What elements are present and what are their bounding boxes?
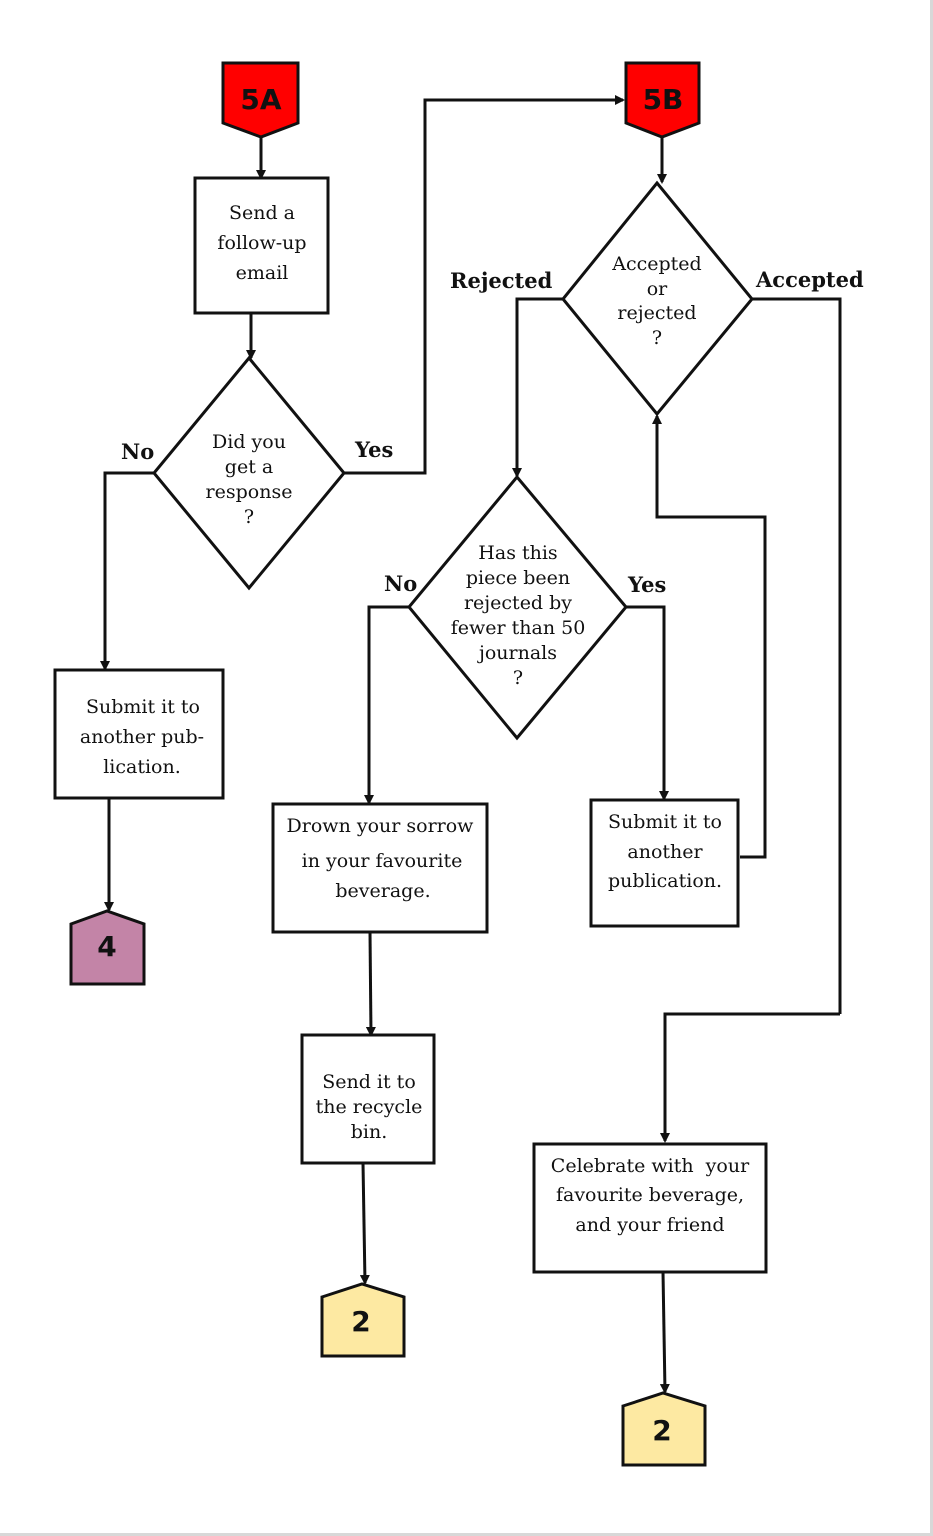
node-submit-left-line-2: another pub-	[80, 726, 204, 748]
node-drown-sorrow-line-3: beverage.	[335, 880, 430, 902]
decision-fewer-than-50-line-2: piece been	[466, 567, 570, 589]
terminal-5a-label: 5A	[240, 83, 281, 116]
node-drown-sorrow-line-2: in your favourite	[302, 850, 463, 872]
terminal-2-left: 2	[320, 1282, 406, 1358]
node-celebrate-line-1: Celebrate with your	[551, 1155, 750, 1177]
connector-fewer-yes	[626, 605, 669, 801]
node-drown-sorrow-box	[271, 802, 489, 934]
terminal-2-left-shape	[320, 1282, 406, 1358]
node-drown-sorrow-line-1: Drown your sorrow	[287, 815, 475, 837]
connector-decision-accepted	[752, 297, 842, 1014]
page-right-edge	[930, 0, 933, 1536]
connector-fewer-no	[364, 605, 409, 805]
terminal-2-right-shape	[621, 1391, 707, 1467]
node-recycle-bin: Send it to the recycle bin.	[300, 1033, 436, 1165]
node-send-followup-line-2: follow-up	[217, 232, 306, 254]
connector-drown-to-recycle	[365, 931, 376, 1037]
decision-accepted-or-rejected-line-3: rejected	[617, 302, 696, 324]
connector-celebrate-to-2	[659, 1271, 670, 1394]
node-send-followup-box	[193, 176, 330, 315]
decision-fewer-than-50-line-3: rejected by	[464, 592, 572, 614]
node-recycle-bin-line-1: Send it to	[322, 1071, 416, 1093]
connector-decision-rejected	[512, 297, 563, 478]
node-send-followup-line-3: email	[236, 262, 289, 284]
label-rejected: Rejected	[450, 268, 553, 293]
decision-got-response-line-3: response	[206, 481, 293, 503]
terminal-4: 4	[69, 909, 146, 986]
connector-recycle-to-2	[359, 1162, 370, 1285]
label-fewer-no: No	[384, 571, 417, 596]
terminal-5b-shape	[624, 61, 701, 139]
decision-accepted-or-rejected-line-4: ?	[652, 327, 662, 349]
decision-got-response-line-2: get a	[225, 456, 273, 478]
node-submit-right: Submit it to another publication.	[589, 798, 740, 928]
label-response-no: No	[121, 439, 154, 464]
node-send-followup-line-1: Send a	[229, 202, 295, 224]
terminal-2-left-label: 2	[351, 1305, 370, 1338]
decision-got-response-shape	[152, 355, 346, 591]
label-accepted: Accepted	[755, 267, 864, 292]
node-celebrate-line-3: and your friend	[575, 1214, 724, 1236]
terminal-5a-shape	[221, 61, 300, 139]
page-bottom-edge	[0, 1533, 933, 1536]
terminal-2-right: 2	[621, 1391, 707, 1467]
connector-response-yes	[344, 95, 625, 475]
node-submit-right-line-3: publication.	[608, 870, 722, 892]
connector-response-no	[100, 471, 154, 671]
node-recycle-bin-line-3: bin.	[351, 1121, 388, 1143]
node-submit-left-line-1: Submit it to	[86, 696, 200, 718]
node-recycle-bin-line-2: the recycle	[316, 1096, 423, 1118]
node-celebrate: Celebrate with your favourite beverage, …	[532, 1142, 768, 1274]
terminal-5b: 5B	[624, 61, 701, 139]
terminal-5b-label: 5B	[643, 83, 684, 116]
terminal-4-shape	[69, 909, 146, 986]
node-submit-right-line-2: another	[627, 841, 703, 863]
decision-fewer-than-50-line-6: ?	[513, 667, 523, 689]
label-response-yes: Yes	[354, 437, 393, 462]
node-recycle-bin-box	[300, 1033, 436, 1165]
terminal-2-right-label: 2	[652, 1414, 671, 1447]
terminal-4-label: 4	[97, 930, 116, 963]
decision-got-response-line-4: ?	[244, 506, 254, 528]
decision-accepted-or-rejected: Accepted or rejected ?	[561, 180, 754, 417]
node-send-followup: Send a follow-up email	[193, 176, 330, 315]
node-celebrate-line-2: favourite beverage,	[556, 1184, 744, 1206]
label-fewer-yes: Yes	[627, 572, 666, 597]
decision-fewer-than-50: Has this piece been rejected by fewer th…	[407, 474, 628, 741]
decision-accepted-or-rejected-line-2: or	[647, 278, 668, 300]
decision-fewer-than-50-line-1: Has this	[478, 542, 557, 564]
node-drown-sorrow: Drown your sorrow in your favourite beve…	[271, 802, 489, 934]
decision-got-response-line-1: Did you	[212, 431, 286, 453]
decision-accepted-or-rejected-shape	[561, 180, 754, 417]
connector-accepted-to-celebrate	[660, 1012, 840, 1143]
node-celebrate-box	[532, 1142, 768, 1274]
node-submit-left: Submit it to another pub- lication.	[53, 668, 225, 800]
node-submit-left-line-3: lication.	[103, 756, 181, 778]
terminal-5a: 5A	[221, 61, 300, 139]
connector-submit-right-loop	[652, 414, 767, 859]
decision-fewer-than-50-line-4: fewer than 50	[451, 617, 586, 639]
decision-fewer-than-50-line-5: journals	[477, 642, 557, 664]
decision-got-response: Did you get a response ?	[152, 355, 346, 591]
node-submit-left-box	[53, 668, 225, 800]
node-submit-right-line-1: Submit it to	[608, 811, 722, 833]
node-submit-right-box	[589, 798, 740, 928]
decision-fewer-than-50-shape	[407, 474, 628, 741]
decision-accepted-or-rejected-line-1: Accepted	[611, 253, 701, 275]
